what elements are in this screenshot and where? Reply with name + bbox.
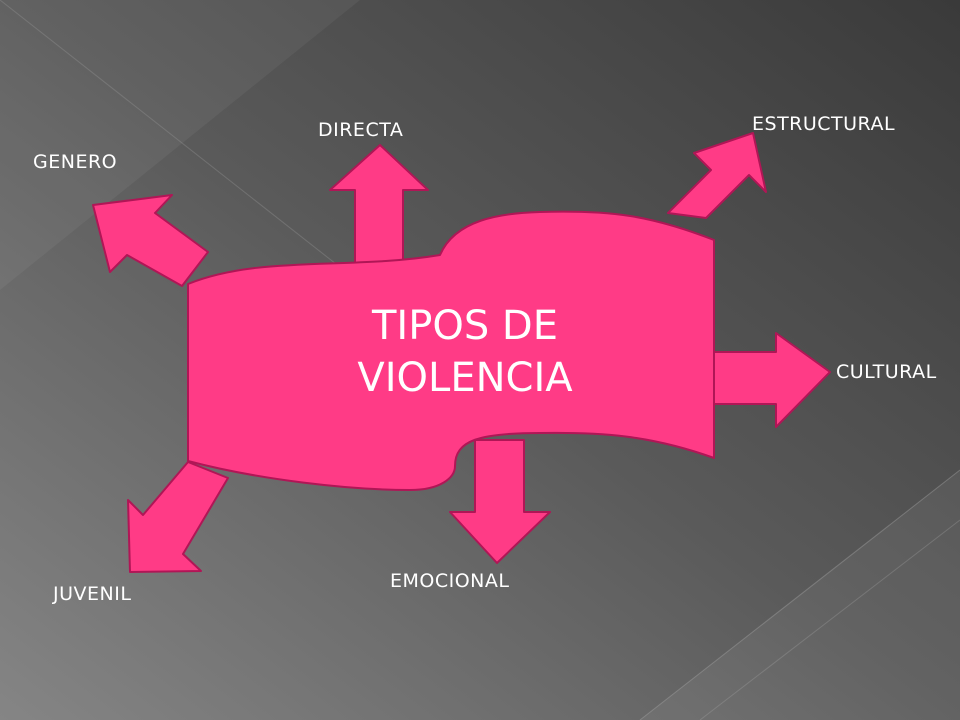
arrow-cultural (704, 332, 831, 428)
label-estructural: ESTRUCTURAL (752, 113, 896, 135)
diagram-center-title: TIPOS DE VIOLENCIA (300, 300, 630, 404)
label-juvenil: JUVENIL (53, 583, 132, 605)
arrow-genero (92, 194, 209, 287)
center-title-line-2: VIOLENCIA (357, 355, 573, 401)
arrow-estructural (667, 132, 767, 219)
label-emocional: EMOCIONAL (390, 570, 510, 592)
center-title-line-1: TIPOS DE (371, 303, 558, 349)
arrow-directa (329, 144, 429, 276)
central-banner (187, 210, 715, 491)
label-cultural: CULTURAL (836, 361, 937, 383)
arrow-emocional (449, 439, 551, 564)
label-directa: DIRECTA (318, 119, 404, 141)
label-genero: GENERO (33, 151, 118, 173)
arrow-juvenil (127, 461, 229, 573)
